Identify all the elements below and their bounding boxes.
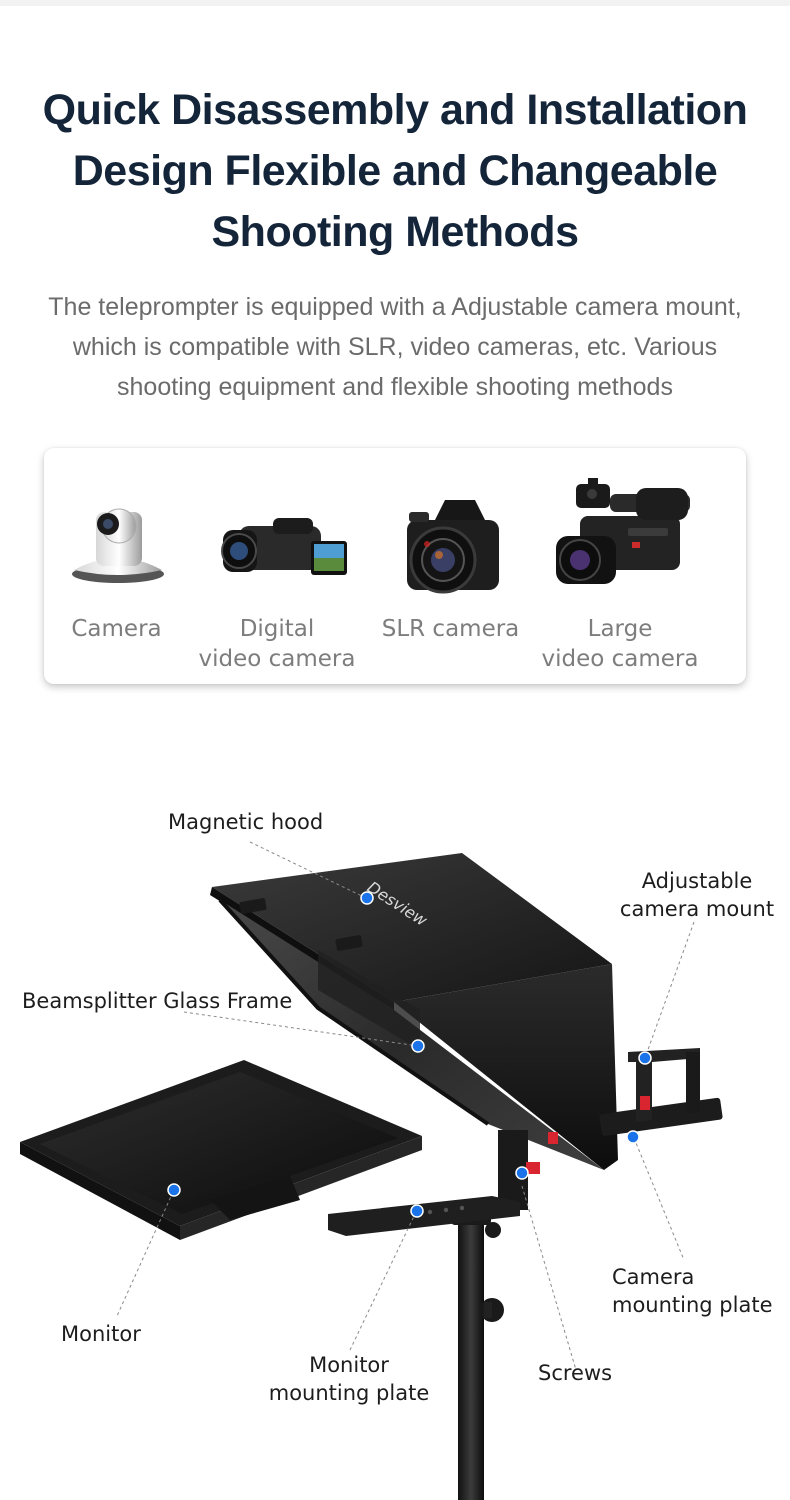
callout-dots — [167, 891, 652, 1218]
callout-beamsplitter: Beamsplitter Glass Frame — [22, 989, 293, 1013]
ptz-camera-icon — [72, 508, 164, 583]
device-digital-video-camera: Digital video camera — [197, 448, 357, 684]
description-line-3: shooting equipment and flexible shooting… — [117, 373, 673, 401]
hood-side — [394, 964, 618, 1170]
dot-beamsplitter — [411, 1039, 425, 1053]
device-slr-camera-label: SLR camera — [381, 616, 520, 642]
pro-camcorder-icon — [556, 478, 690, 584]
slr-camera-icon — [407, 500, 499, 594]
description-line-1: The teleprompter is equipped with a Adju… — [48, 293, 742, 321]
callout-monitor: Monitor — [61, 1322, 141, 1346]
top-divider — [0, 0, 790, 6]
compatible-devices-card: Camera Digital video camera — [44, 448, 746, 684]
dot-magnetic-hood — [360, 891, 374, 905]
dot-monitor-plate — [410, 1204, 424, 1218]
device-slr-camera: SLR camera — [373, 448, 528, 684]
callout-monitor-plate: Monitor mounting plate — [268, 1353, 430, 1405]
monitor-mounting-plate — [328, 1196, 520, 1236]
teleprompter-illustration: Desview — [20, 841, 723, 1500]
headline-line-2: Design Flexible and Changeable — [72, 147, 718, 195]
device-large-video-camera: Large video camera — [540, 448, 700, 684]
callout-camera-plate: Camera mounting plate — [612, 1265, 773, 1317]
dot-camera-plate — [626, 1130, 640, 1144]
description-line-2: which is compatible with SLR, video came… — [72, 333, 718, 361]
dot-screws — [515, 1166, 529, 1180]
device-camera: Camera — [44, 448, 189, 684]
stand-pole — [458, 1200, 484, 1500]
callout-adjustable-mount: Adjustable camera mount — [619, 869, 775, 921]
handheld-camcorder-icon — [221, 518, 347, 575]
device-camera-label: Camera — [71, 616, 162, 642]
callout-screws: Screws — [538, 1361, 613, 1385]
callout-leaders — [116, 841, 695, 1371]
description: The teleprompter is equipped with a Adju… — [0, 287, 790, 407]
teleprompter-diagram: Desview — [0, 740, 790, 1500]
device-large-video-camera-label: Large video camera — [541, 616, 699, 672]
headline-line-1: Quick Disassembly and Installation — [42, 86, 748, 134]
camera-mounting-plate — [599, 1097, 723, 1136]
callout-magnetic-hood: Magnetic hood — [168, 810, 324, 834]
headline-line-3: Shooting Methods — [211, 208, 580, 256]
dot-monitor — [167, 1183, 181, 1197]
dot-adjustable-mount — [638, 1051, 652, 1065]
device-digital-video-camera-label: Digital video camera — [198, 616, 356, 672]
magnetic-hood-top — [212, 853, 612, 1002]
headline: Quick Disassembly and Installation Desig… — [0, 80, 790, 263]
